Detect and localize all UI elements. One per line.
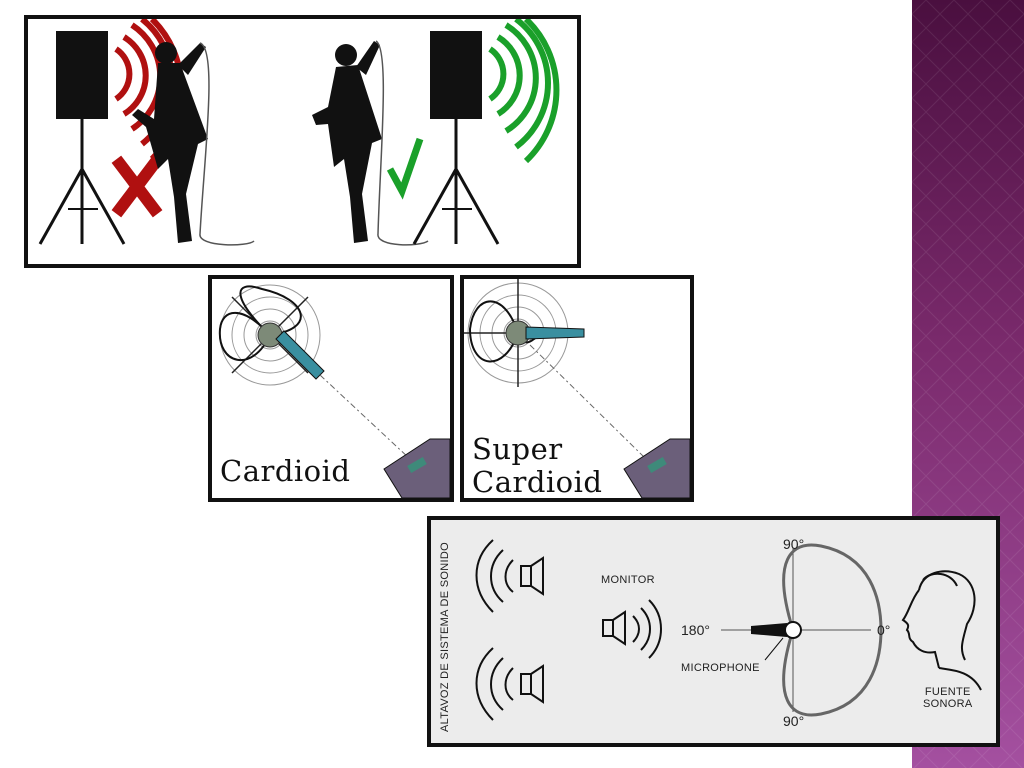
monitor-speaker-icon (602, 599, 662, 659)
cardioid-polar-pattern (782, 543, 883, 717)
pickup-axis-line (529, 344, 645, 458)
x-mark-icon (111, 155, 163, 218)
mic-cable-right (375, 40, 429, 246)
check-mark-icon (386, 137, 424, 200)
super-cardioid-label-line2: Cardioid (472, 465, 603, 499)
super-cardioid-pattern (468, 300, 542, 363)
microphone-icon (751, 623, 787, 637)
microphone-placement-diagram-panel: ALTAVOZ DE SISTEMA DE SONIDO (427, 516, 1000, 747)
sound-source-label-line1: FUENTE (924, 686, 971, 698)
pa-speaker-bottom-icon (475, 647, 544, 721)
microphone-icon (525, 326, 585, 340)
green-sound-waves-icon (488, 19, 560, 164)
left-speaker-icon (38, 31, 126, 245)
super-cardioid-diagram (464, 279, 690, 498)
sound-source-label-line2: SONORA (923, 698, 973, 710)
singer-right-silhouette (312, 41, 382, 243)
angle-bottom-label: 90° (783, 713, 805, 729)
microphone-label: MICROPHONE (681, 662, 760, 674)
angle-top-label: 90° (783, 536, 805, 552)
super-cardioid-panel: Super Cardioid (460, 275, 694, 502)
super-cardioid-label-line1: Super (472, 432, 563, 466)
monitor-label: MONITOR (601, 574, 655, 586)
sound-source-label: FUENTE SONORA (923, 686, 972, 710)
cardioid-diagram (218, 284, 450, 498)
cardioid-panel: Cardioid (208, 275, 454, 502)
feedback-illustration-panel (24, 15, 581, 268)
placement-diagram (475, 539, 982, 721)
pickup-axis-line (319, 374, 411, 460)
mic-head-icon (257, 322, 283, 348)
microphone-icon (275, 330, 325, 380)
super-cardioid-label: Super Cardioid (472, 433, 602, 499)
cardioid-label: Cardioid (220, 454, 351, 488)
mic-cable-left (199, 42, 255, 246)
right-speaker-icon (412, 31, 500, 245)
singers-speakers-illustration (38, 19, 560, 246)
angle-right-label: 0° (877, 622, 891, 638)
singer-left-silhouette (132, 42, 208, 243)
angle-left-label: 180° (681, 622, 710, 638)
pa-speaker-top-icon (475, 539, 544, 613)
person-head-icon (901, 570, 982, 691)
